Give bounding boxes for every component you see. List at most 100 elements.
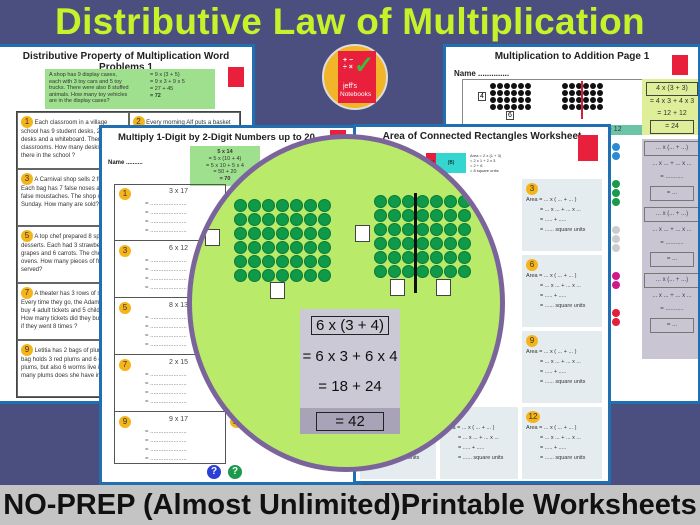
answer-line[interactable]: = ...................... <box>145 210 187 216</box>
counter-dot <box>444 209 457 222</box>
step: = 24 <box>650 120 694 134</box>
rows-label: 4 <box>478 92 486 101</box>
answer-line[interactable]: = ...................... <box>145 381 187 387</box>
area-line: = ... x ... + ... x ... <box>458 435 499 441</box>
counter-dot <box>290 241 303 254</box>
counter-dot <box>458 265 471 278</box>
counter-dot <box>262 213 275 226</box>
counter-dot <box>374 251 387 264</box>
answer-line[interactable]: = ...................... <box>145 276 187 282</box>
area-line: = ..... + ..... <box>540 369 567 375</box>
featured-illustration: 6 x (3 + 4) = 6 x 3 + 6 x 4 = 18 + 24 = … <box>187 134 505 472</box>
problem-text: Letitia has 2 bags of plums. Each bag ho… <box>21 348 124 379</box>
counter-dot <box>262 227 275 240</box>
split-line <box>581 81 583 119</box>
equation-step: = 18 + 24 <box>318 378 382 395</box>
answer-line[interactable]: = ...................... <box>145 315 187 321</box>
example-step: = 9 x (3 + 5) <box>150 72 180 78</box>
counter-dot <box>262 241 275 254</box>
problem-question: 2 x 15 <box>169 359 189 366</box>
problem-cell: 3 A Carnival shop sells 2 fun bags. Each… <box>17 169 129 226</box>
logo-text-line1: jeff's <box>343 83 358 90</box>
dot-grid-right <box>374 195 471 278</box>
problem-row: 5 8 x 13 = ......................= .....… <box>115 298 225 355</box>
counter-dot <box>388 209 401 222</box>
problem-question: 8 x 13 <box>169 302 189 309</box>
area-line: = ..... + ..... <box>540 293 567 299</box>
answer-line[interactable]: = ...................... <box>145 429 187 435</box>
answer-line[interactable]: = ...................... <box>145 219 187 225</box>
problem-number: 5 <box>21 230 33 242</box>
example-step: = 2 + 6 <box>470 163 483 168</box>
area-line: = ...... square units <box>540 455 586 461</box>
problem-cell: 1 Each classroom in a village school has… <box>17 112 129 169</box>
counter-dot <box>234 255 247 268</box>
answer-line[interactable]: = ...................... <box>145 372 187 378</box>
multiply-title: Multiply 1-Digit by 2-Digit Numbers up t… <box>118 132 315 143</box>
area-line: = ...... square units <box>458 455 504 461</box>
equation-step: = 6 x 3 + 6 x 4 <box>302 348 398 365</box>
answer-line[interactable]: = ...................... <box>145 456 187 462</box>
answer-line[interactable]: = ...................... <box>145 285 187 291</box>
counter-dot <box>276 255 289 268</box>
answer-line[interactable]: = ...................... <box>145 390 187 396</box>
counter-dot <box>416 223 429 236</box>
counter-dot <box>416 251 429 264</box>
help-button-blue[interactable]: ? <box>207 465 221 479</box>
answer-line[interactable]: = ...................... <box>145 438 187 444</box>
help-button-green[interactable]: ? <box>228 465 242 479</box>
counter-dot <box>248 199 261 212</box>
counter-dot <box>234 199 247 212</box>
area-line: Area = ... x ( ... + ... ) <box>526 273 577 279</box>
answer-line[interactable]: = ...................... <box>145 228 187 234</box>
counter-dot <box>444 251 457 264</box>
split-count-box-a[interactable] <box>390 279 405 296</box>
row-count-box-left[interactable] <box>205 229 220 246</box>
answer-line[interactable]: = ...................... <box>145 267 187 273</box>
counter-dot <box>416 195 429 208</box>
counter-dot <box>430 209 443 222</box>
counter-dot <box>458 195 471 208</box>
area-line: = ... x ... + ... x ... <box>540 359 581 365</box>
counter-dot <box>444 265 457 278</box>
counter-dot <box>290 255 303 268</box>
example-step: = 72 <box>150 93 161 99</box>
example-text: A shop has 9 display cases, each with 3 … <box>49 72 129 104</box>
problem-number: 12 <box>526 411 540 423</box>
problem-number: 1 <box>21 116 33 128</box>
problem-number: 9 <box>21 344 33 356</box>
blank-step: = ........... <box>660 174 684 180</box>
problem-number: 9 <box>526 335 538 347</box>
counter-dot <box>248 213 261 226</box>
row-count-box-right[interactable] <box>355 225 370 242</box>
blank-step: = ........... <box>660 240 684 246</box>
split-count-box-b[interactable] <box>436 279 451 296</box>
answer-line[interactable]: = ...................... <box>145 333 187 339</box>
counter-dot <box>276 227 289 240</box>
col-count-box-left[interactable] <box>270 282 285 299</box>
blank-step: = ... <box>650 186 694 201</box>
counter-dot <box>374 265 387 278</box>
counter-dot <box>304 241 317 254</box>
problem-question: 9 x 17 <box>169 416 189 423</box>
name-label: Name .............. <box>454 69 510 78</box>
counter-dot <box>248 269 261 282</box>
counter-dot <box>444 195 457 208</box>
blank-step: ... x (... + ...) <box>644 207 698 222</box>
answer-line[interactable]: = ...................... <box>145 324 187 330</box>
counter-dot <box>388 223 401 236</box>
problem-row: 9 9 x 17 = ......................= .....… <box>115 412 225 469</box>
answer-line[interactable]: = ...................... <box>145 201 187 207</box>
answer-line[interactable]: = ...................... <box>145 342 187 348</box>
counter-dot <box>262 255 275 268</box>
equation-panel: 6 x (3 + 4) = 6 x 3 + 6 x 4 = 18 + 24 = … <box>300 309 400 434</box>
problem-number: 3 <box>526 183 538 195</box>
answer-line[interactable]: = ...................... <box>145 258 187 264</box>
counter-dot <box>374 209 387 222</box>
problem-question: 3 x 17 <box>169 188 189 195</box>
answer-line[interactable]: = ...................... <box>145 399 187 405</box>
blank-step: = ... <box>650 318 694 333</box>
example-step: 5 x 14 <box>217 149 233 155</box>
answer-line[interactable]: = ...................... <box>145 447 187 453</box>
counter-dot <box>276 213 289 226</box>
